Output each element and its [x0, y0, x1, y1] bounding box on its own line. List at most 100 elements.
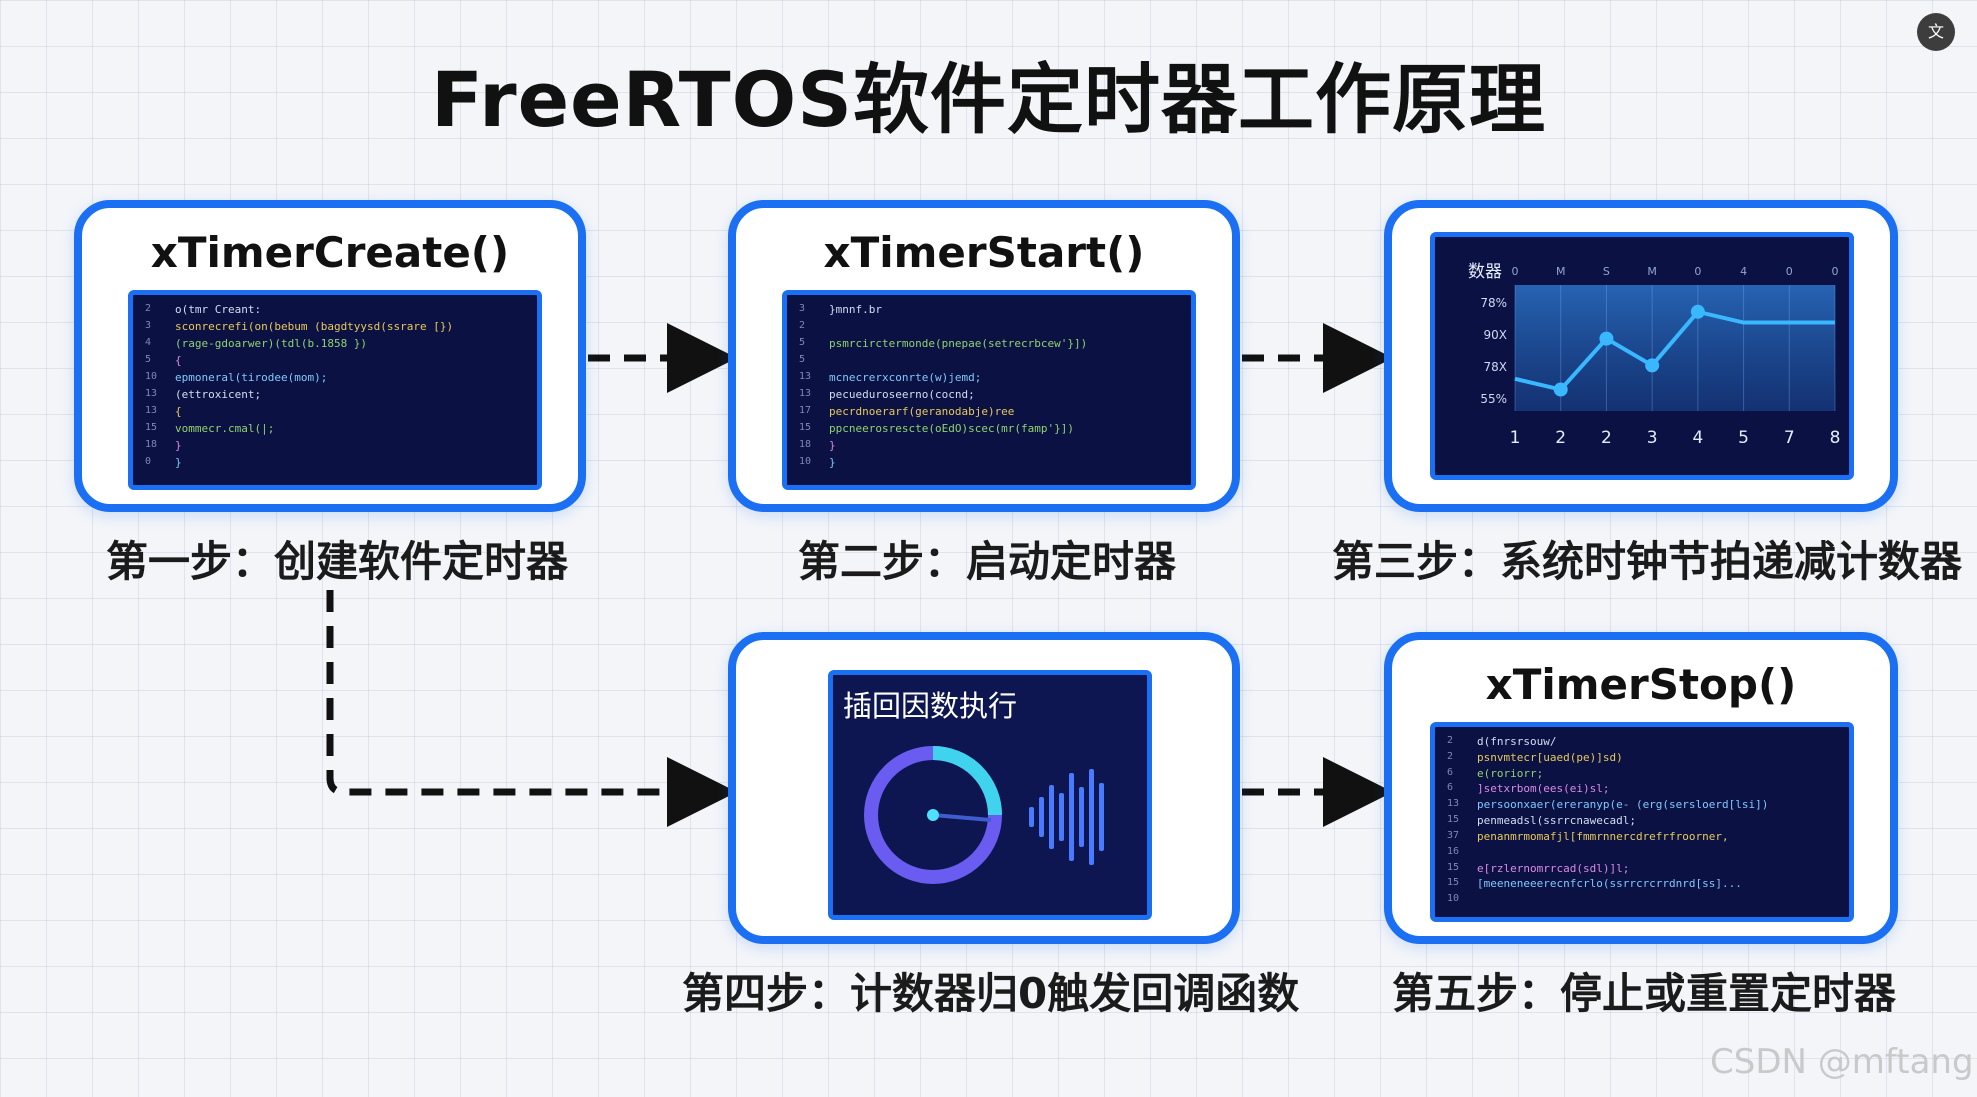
- step5-title: xTimerStop(): [1485, 660, 1797, 709]
- code-line-number: 13: [799, 388, 812, 399]
- code-line-text: }: [175, 456, 182, 469]
- code-line: 3 }mnnf.br: [799, 303, 1181, 317]
- chart-x-tick-label: 1: [1510, 428, 1521, 448]
- code-line-number: 15: [1447, 877, 1460, 889]
- chart-point: [1553, 382, 1568, 397]
- timer-center-dot: [927, 809, 939, 821]
- timer-ring-arc: [932, 746, 1002, 816]
- code-line-number: 15: [1447, 861, 1460, 873]
- code-line: 13 mcnecrerxconrte(w)jemd;: [799, 371, 1181, 385]
- code-line: 2: [799, 320, 1181, 334]
- watermark: CSDN @mftang: [1710, 1042, 1974, 1082]
- step1-title: xTimerCreate(): [150, 228, 510, 277]
- code-line-text: persoonxaer(ereranyp(e- (erg(sersloerd[l…: [1477, 798, 1769, 812]
- chart-y-tick-label: 55%: [1480, 392, 1507, 406]
- code-line-text: {: [175, 354, 182, 367]
- code-line-number: 18: [799, 439, 812, 450]
- code-line: 18}: [145, 439, 527, 453]
- code-line-text: epmoneral(tirodee(mom);: [175, 371, 328, 384]
- code-line-text: psmrcirctermonde(pnepae(setrecrbcew'}]): [829, 337, 1088, 350]
- code-line-text: mcnecrerxconrte(w)jemd;: [829, 371, 982, 384]
- code-line-number: 2: [1447, 750, 1454, 762]
- code-line-number: 6: [1447, 766, 1454, 778]
- code-line: 2 psnvmtecr[uaed(pe)]sd): [1447, 751, 1839, 765]
- code-line: 5 psmrcirctermonde(pnepae(setrecrbcew'}]): [799, 337, 1181, 351]
- code-line-text: d(fnrsrsouw/: [1477, 735, 1557, 748]
- code-line-number: 18: [145, 439, 158, 450]
- chart-top-tick-label: 4: [1740, 265, 1747, 278]
- step3-label: 第三步：系统时钟节拍递减计数器: [1332, 537, 1963, 586]
- code-line-text: pecrdnoerarf(geranodabje)ree: [829, 405, 1015, 418]
- chart-point: [1599, 331, 1614, 346]
- code-line-text: ]setxrbom(ees(ei)sl;: [1477, 782, 1610, 796]
- code-line-text: }: [829, 439, 836, 452]
- code-line-text: ppcneerosrescte(oEdO)scec(mr(famp'}]): [829, 422, 1075, 435]
- code-line-number: 17: [799, 405, 812, 416]
- code-line-number: 13: [145, 388, 158, 399]
- code-line: 5{: [145, 354, 527, 368]
- code-line-number: 2: [145, 303, 152, 314]
- audio-wave-icon: [1029, 769, 1104, 865]
- code-line-text: penanmrmomafjl[fmmrnnercdrefrfroorner,: [1477, 829, 1729, 843]
- chart-top-tick-label: S: [1603, 265, 1610, 278]
- translate-icon[interactable]: 文: [1917, 13, 1955, 51]
- step2-label: 第二步：启动定时器: [798, 537, 1177, 586]
- code-line-text: e[rzlernomrrcad(sdl)]l;: [1477, 861, 1630, 875]
- code-line: 15 [meeneneeerecnfcrlo(ssrrcrcrrdnrd[ss].…: [1447, 877, 1839, 891]
- chart-point: [1645, 358, 1660, 373]
- code-line: 4 (rage-gdoarwer)(tdl(b.1858 }): [145, 337, 527, 351]
- chart-top-tick-label: 0: [1786, 265, 1793, 278]
- step5-card: xTimerStop() 2 d(fnrsrsouw/2 psnvmtecr[uae…: [1384, 632, 1898, 944]
- code-line: 18}: [799, 439, 1181, 453]
- chart-x-tick-label: 7: [1784, 428, 1795, 448]
- chart-top-tick-label: 0: [1832, 265, 1839, 278]
- code-line-number: 3: [799, 303, 806, 314]
- code-line: 13 {: [145, 405, 527, 419]
- code-line-number: 5: [799, 337, 806, 348]
- code-line: 17 pecrdnoerarf(geranodabje)ree: [799, 405, 1181, 419]
- code-line: 37 penanmrmomafjl[fmmrnnercdrefrfroorner,: [1447, 830, 1839, 844]
- code-line: 3 sconrecrefi(on(bebum (bagdtyysd(ssrare …: [145, 320, 527, 334]
- code-line-number: 13: [799, 371, 812, 382]
- code-line-text: }: [829, 456, 836, 469]
- callback-panel-title: 插回因数执行: [843, 689, 1018, 723]
- code-line-number: 15: [799, 422, 812, 433]
- code-line-text: {: [175, 405, 182, 418]
- code-line-text: }mnnf.br: [829, 303, 882, 316]
- code-line-text: }: [175, 439, 182, 452]
- code-line-text: psnvmtecr[uaed(pe)]sd): [1477, 750, 1623, 764]
- code-line-number: 4: [145, 337, 152, 348]
- callback-graphic: [864, 746, 1104, 884]
- page-title: FreeRTOS软件定时器工作原理: [431, 55, 1546, 144]
- code-line-text: [meeneneeerecnfcrlo(ssrrcrcrrdnrd[ss]...: [1477, 877, 1742, 891]
- step4-label: 第四步：计数器归0触发回调函数: [682, 969, 1300, 1018]
- code-line: 2 o(tmr Creant:: [145, 303, 527, 317]
- code-line-number: 10: [1447, 893, 1460, 905]
- arrow-step1-to-step4: [326, 590, 737, 827]
- code-line: 15 e[rzlernomrrcad(sdl)]l;: [1447, 862, 1839, 876]
- chart-series-line: [1514, 309, 1835, 392]
- chart-y-label: 数器: [1468, 262, 1502, 282]
- code-line-text: (rage-gdoarwer)(tdl(b.1858 }): [175, 337, 368, 350]
- chart-y-tick-label: 78X: [1484, 360, 1508, 374]
- code-line-number: 3: [145, 320, 152, 331]
- chart-top-tick-label: M: [1647, 265, 1657, 278]
- code-line-text: penmeadsl(ssrrcnawecadl;: [1477, 814, 1636, 828]
- chart-point: [1690, 304, 1705, 319]
- chart-x-tick-label: 5: [1738, 428, 1749, 448]
- code-line-text: o(tmr Creant:: [175, 303, 262, 316]
- code-line-text: sconrecrefi(on(bebum (bagdtyysd(ssrare […: [175, 320, 454, 333]
- chart-x-tick-label: 2: [1601, 428, 1612, 448]
- code-line-number: 10: [145, 371, 158, 382]
- chart-x-tick-label: 3: [1647, 428, 1658, 448]
- chart-top-tick-label: 0: [1512, 265, 1519, 278]
- code-line-number: 37: [1447, 829, 1460, 841]
- code-line-number: 13: [145, 405, 158, 416]
